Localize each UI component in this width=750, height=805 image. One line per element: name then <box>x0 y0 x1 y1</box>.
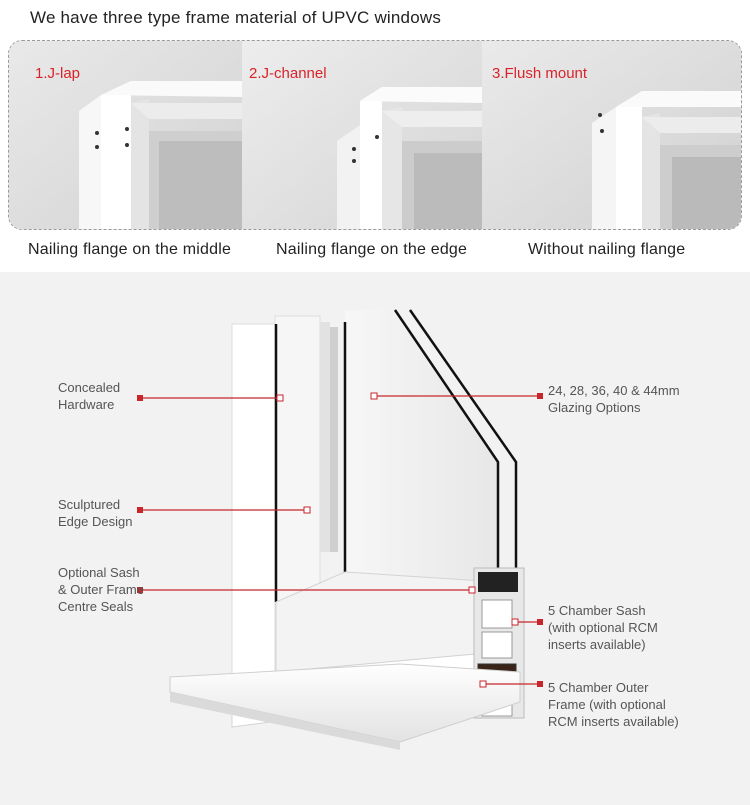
frame-photo-j-lap: 1.J-lap <box>9 41 242 229</box>
caption-flush-mount: Without nailing flange <box>528 241 686 258</box>
callout-concealed-hardware: Concealed Hardware <box>58 380 121 412</box>
callout-sculptured-edge: Sculptured Edge Design <box>58 497 133 529</box>
frame-photo-j-channel: 2.J-channel <box>242 41 482 229</box>
callout-centre-seals: Optional Sash & Outer Frame Centre Seals <box>58 565 144 614</box>
callout-chamber-outer-frame: 5 Chamber Outer Frame (with optional RCM… <box>548 680 679 729</box>
caption-j-channel: Nailing flange on the edge <box>276 241 468 258</box>
window-profile-drawing <box>137 309 543 750</box>
window-cross-section-illustration: Concealed Hardware Sculptured Edge Desig… <box>0 272 750 805</box>
frame-label-j-lap: 1.J-lap <box>35 65 81 82</box>
callout-chamber-sash: 5 Chamber Sash (with optional RCM insert… <box>548 603 658 652</box>
callout-glazing-options: 24, 28, 36, 40 & 44mm Glazing Options <box>548 383 680 415</box>
page-title: We have three type frame material of UPV… <box>30 8 442 27</box>
caption-j-lap: Nailing flange on the middle <box>28 241 232 258</box>
frame-label-flush-mount: 3.Flush mount <box>492 65 588 82</box>
frame-types-panel: 1.J-lap 2.J-channel <box>8 40 742 230</box>
frame-label-j-channel: 2.J-channel <box>249 65 327 82</box>
frame-photo-flush-mount: 3.Flush mount <box>482 41 741 229</box>
